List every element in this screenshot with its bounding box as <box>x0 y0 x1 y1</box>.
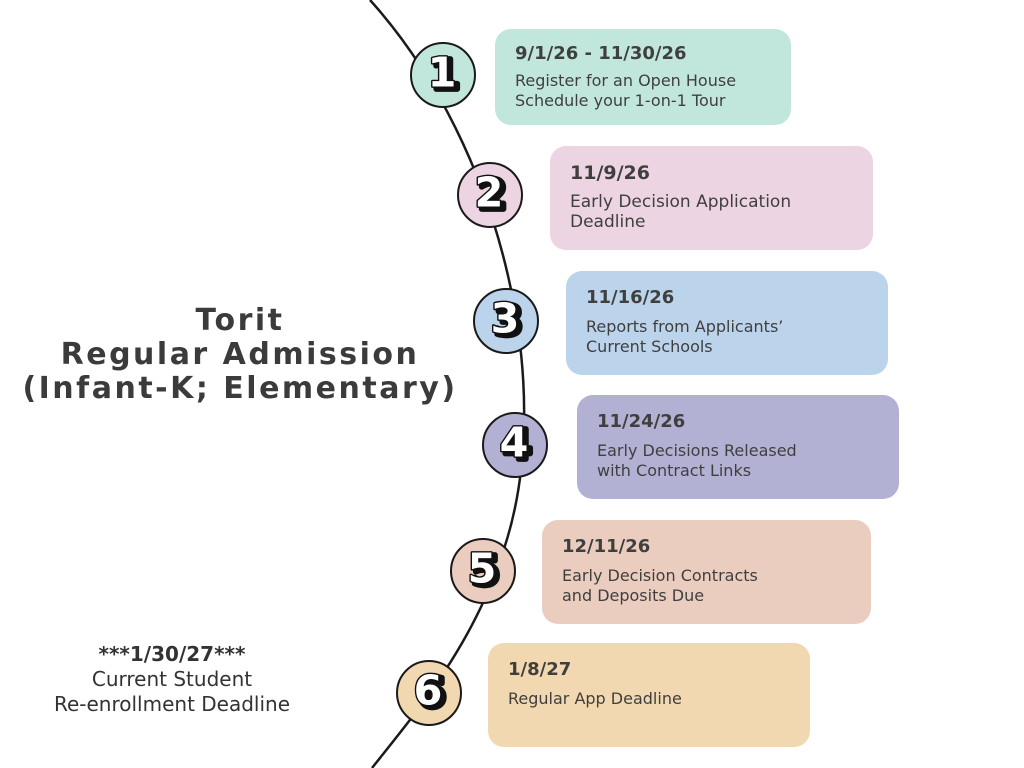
step-1-line-2: Schedule your 1-on-1 Tour <box>515 91 726 110</box>
step-6-card: 1/8/27 Regular App Deadline <box>488 643 810 747</box>
step-2-card: 11/9/26 Early Decision Application Deadl… <box>550 146 873 250</box>
step-5-digit-icon: 5 5 <box>466 543 503 598</box>
step-1-number-badge: 1 1 <box>410 42 476 108</box>
reenrollment-line-1: Current Student <box>91 667 253 691</box>
step-1-line-1: Register for an Open House <box>515 71 737 90</box>
title-line-school: Torit <box>195 303 285 338</box>
step-4-date: 11/24/26 <box>597 411 686 432</box>
step-1-date: 9/1/26 - 11/30/26 <box>515 43 687 64</box>
svg-text:2: 2 <box>478 171 507 219</box>
step-4-line-2: with Contract Links <box>597 461 752 480</box>
svg-text:5: 5 <box>468 544 497 592</box>
reenrollment-line-2: Re-enrollment Deadline <box>53 692 291 716</box>
step-3-number-badge: 3 3 <box>473 288 539 354</box>
step-2-line-2: Deadline <box>570 212 646 232</box>
step-2-date: 11/9/26 <box>570 162 650 184</box>
svg-text:1: 1 <box>428 48 457 96</box>
step-5-number-badge: 5 5 <box>450 538 516 604</box>
step-3-card: 11/16/26 Reports from Applicants’ Curren… <box>566 271 888 375</box>
step-5-date: 12/11/26 <box>562 536 651 557</box>
step-3-line-2: Current Schools <box>586 337 713 356</box>
step-5-line-2: and Deposits Due <box>562 586 705 605</box>
reenrollment-date: ***1/30/27*** <box>98 642 246 666</box>
svg-text:2: 2 <box>475 168 504 216</box>
svg-text:5: 5 <box>471 547 500 595</box>
svg-text:1: 1 <box>431 51 460 99</box>
step-4-digit-icon: 4 4 <box>498 417 535 472</box>
svg-text:6: 6 <box>414 666 443 714</box>
step-5-card: 12/11/26 Early Decision Contracts and De… <box>542 520 871 624</box>
step-1-card: 9/1/26 - 11/30/26 Register for an Open H… <box>495 29 791 125</box>
step-2-line-1: Early Decision Application <box>570 192 792 212</box>
step-3-digit-icon: 3 3 <box>489 293 526 348</box>
svg-text:6: 6 <box>417 669 446 717</box>
step-3-date: 11/16/26 <box>586 287 675 308</box>
step-2-number-badge: 2 2 <box>457 162 523 228</box>
step-4-card: 11/24/26 Early Decisions Released with C… <box>577 395 899 499</box>
step-6-number-badge: 6 6 <box>396 660 462 726</box>
step-6-date: 1/8/27 <box>508 659 572 680</box>
step-4-number-badge: 4 4 <box>482 412 548 478</box>
step-3-line-1: Reports from Applicants’ <box>586 317 784 336</box>
title-line-program: Regular Admission <box>60 337 420 372</box>
svg-text:4: 4 <box>503 421 532 469</box>
step-5-line-1: Early Decision Contracts <box>562 566 758 585</box>
step-4-line-1: Early Decisions Released <box>597 441 797 460</box>
step-1-digit-icon: 1 1 <box>426 47 463 102</box>
svg-text:3: 3 <box>494 297 523 345</box>
title-line-grades: (Infant-K; Elementary) <box>22 371 458 406</box>
svg-text:3: 3 <box>491 294 520 342</box>
reenrollment-note: ***1/30/27*** Current Student Re-enrollm… <box>32 642 312 717</box>
svg-text:4: 4 <box>500 418 529 466</box>
step-2-digit-icon: 2 2 <box>473 167 510 222</box>
step-6-line-1: Regular App Deadline <box>508 689 682 708</box>
page-title: Torit Regular Admission (Infant-K; Eleme… <box>20 304 460 406</box>
step-6-digit-icon: 6 6 <box>412 665 449 720</box>
